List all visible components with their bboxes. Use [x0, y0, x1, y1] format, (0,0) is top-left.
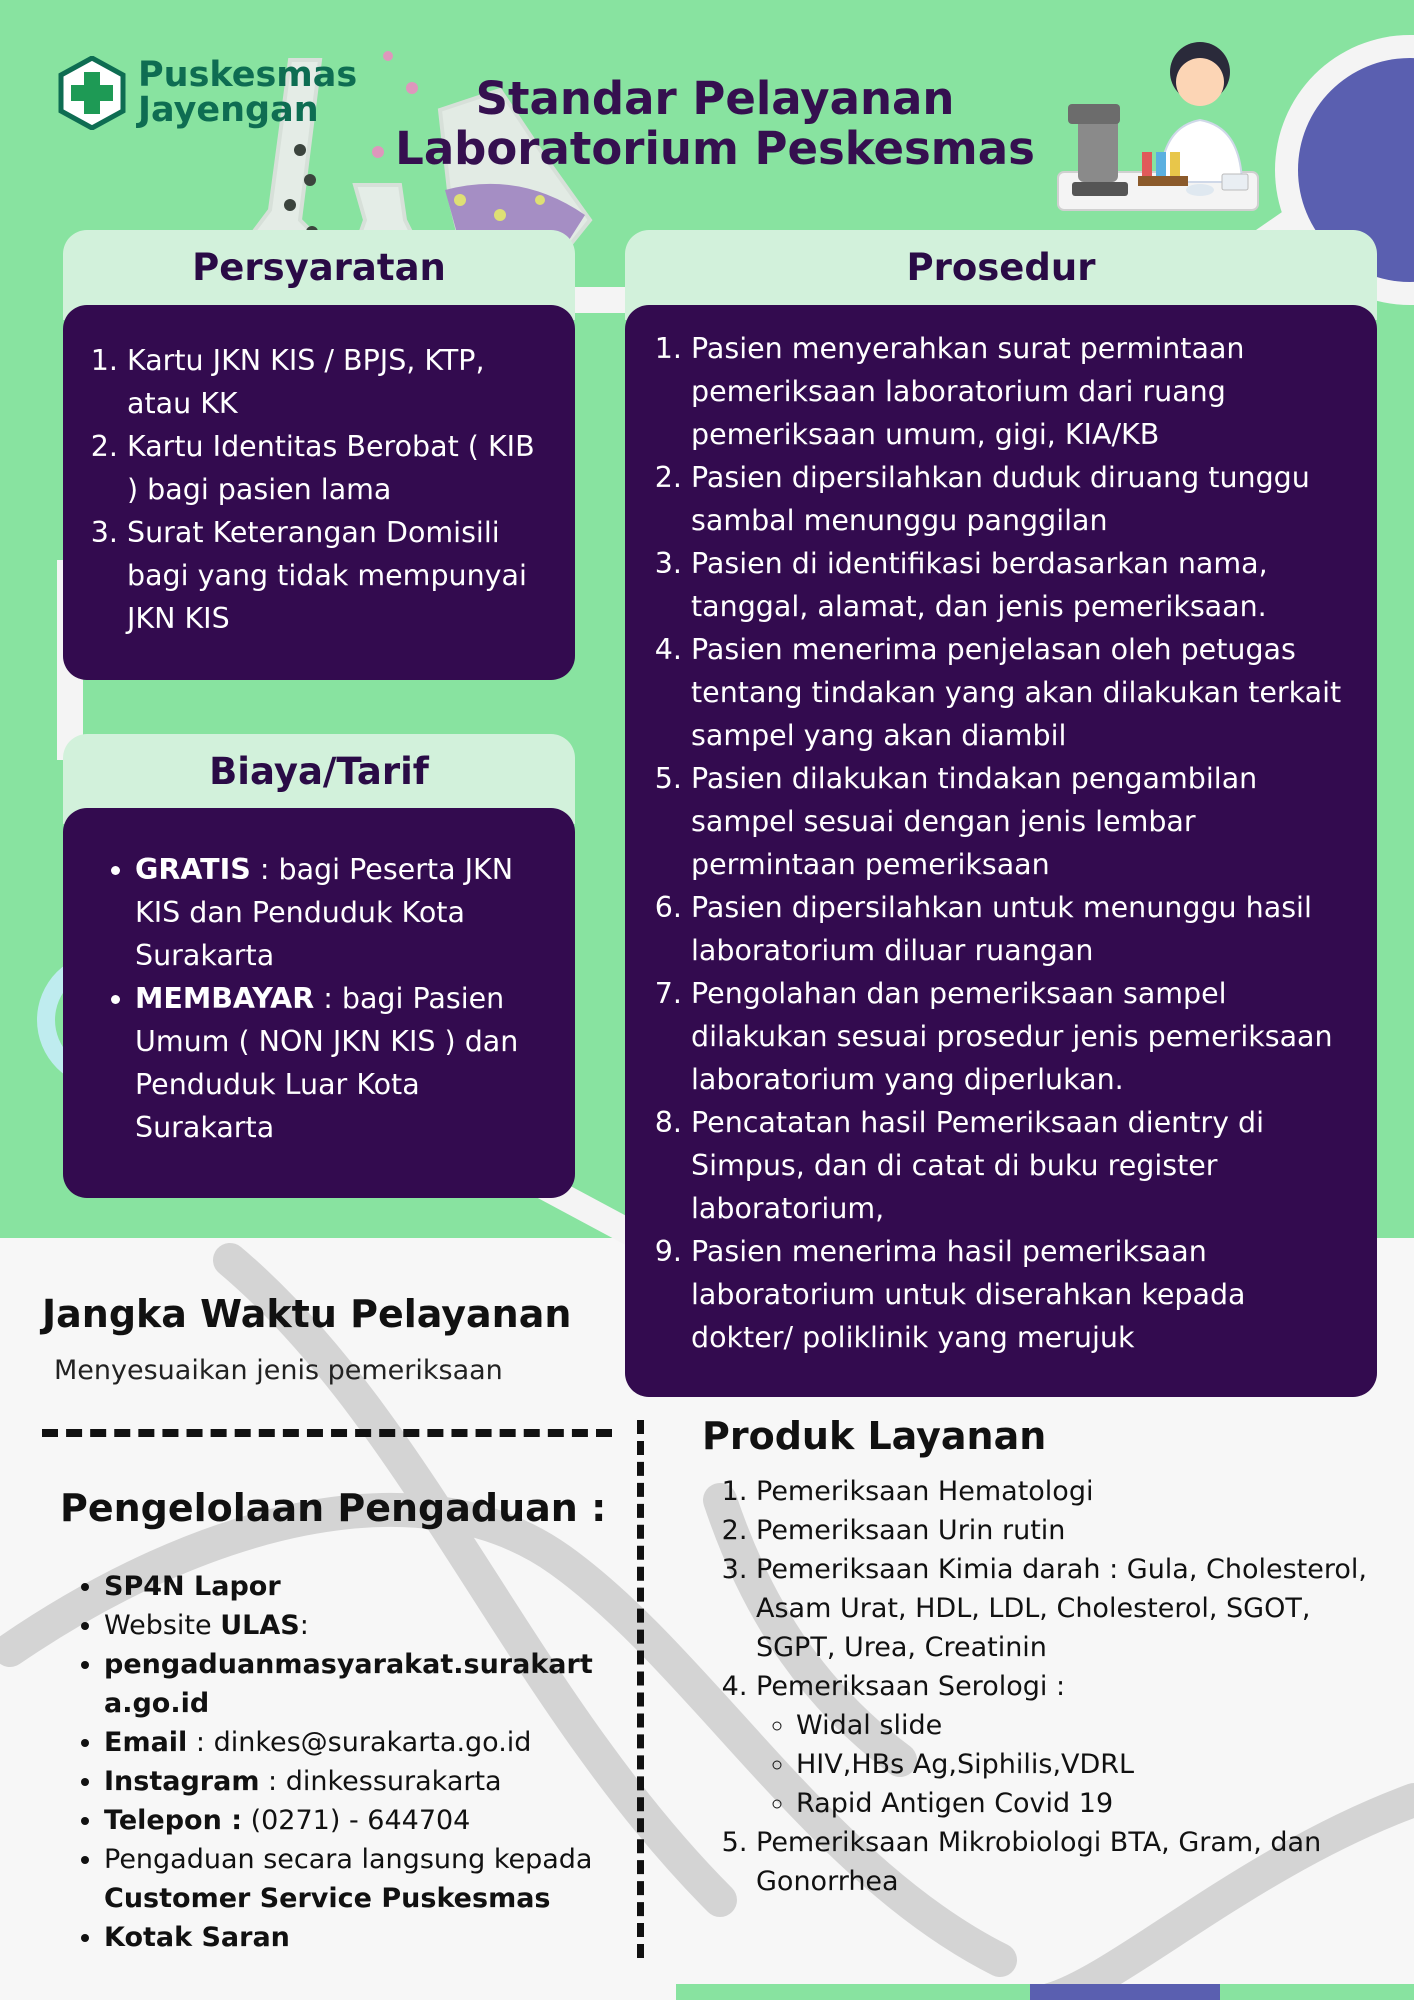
serologi-list: Widal slide HIV,HBs Ag,Siphilis,VDRL Rap…	[756, 1706, 1372, 1823]
telepon-value: (0271) - 644704	[242, 1805, 471, 1836]
biaya-membayar-text: : bagi Pasien Umum ( NON JKN KIS ) dan P…	[135, 982, 519, 1144]
prosedur-panel: Pasien menyerahkan surat permintaan peme…	[625, 305, 1377, 1397]
list-item: Website ULAS:	[104, 1606, 620, 1645]
biaya-panel: GRATIS : bagi Peserta JKN KIS dan Pendud…	[63, 808, 575, 1198]
list-item: Instagram : dinkessurakarta	[104, 1762, 620, 1801]
persyaratan-list: Kartu JKN KIS / BPJS, KTP, atau KK Kartu…	[63, 339, 575, 640]
list-item: Pengaduan secara langsung kepada Custome…	[104, 1840, 620, 1918]
email-value: : dinkes@surakarta.go.id	[187, 1727, 532, 1758]
list-item: Pemeriksaan Kimia darah : Gula, Choleste…	[756, 1550, 1372, 1667]
title-line2: Laboratorium Peskesmas	[395, 122, 1035, 175]
list-item: pengaduanmasyarakat.surakarta.go.id	[104, 1645, 620, 1723]
biaya-gratis-label: GRATIS	[135, 853, 251, 886]
pengaduan-list: SP4N Lapor Website ULAS: pengaduanmasyar…	[60, 1567, 620, 1957]
brand-name-line1: Puskesmas	[138, 55, 358, 95]
biaya-membayar-label: MEMBAYAR	[135, 982, 315, 1015]
list-item: Surat Keterangan Domisili bagi yang tida…	[127, 511, 547, 640]
list-item: Widal slide	[796, 1706, 1372, 1745]
persyaratan-heading: Persyaratan	[192, 246, 446, 289]
persyaratan-panel: Kartu JKN KIS / BPJS, KTP, atau KK Kartu…	[63, 305, 575, 680]
pengaduan-section: SP4N Lapor Website ULAS: pengaduanmasyar…	[60, 1567, 620, 1957]
list-item: Pasien dipersilahkan untuk menunggu hasi…	[691, 886, 1351, 972]
website-prefix: Website	[104, 1610, 221, 1641]
list-item: MEMBAYAR : bagi Pasien Umum ( NON JKN KI…	[135, 977, 545, 1149]
list-item: HIV,HBs Ag,Siphilis,VDRL	[796, 1745, 1372, 1784]
serologi-label: Pemeriksaan Serologi :	[756, 1671, 1066, 1702]
horizontal-divider	[42, 1429, 612, 1437]
list-item: Telepon : (0271) - 644704	[104, 1801, 620, 1840]
list-item: Kotak Saran	[104, 1918, 620, 1957]
list-item: Email : dinkes@surakarta.go.id	[104, 1723, 620, 1762]
website-name: ULAS	[220, 1610, 300, 1641]
list-item: Pasien menyerahkan surat permintaan peme…	[691, 327, 1351, 456]
lab-scientist-icon	[1057, 42, 1259, 211]
prosedur-heading: Prosedur	[906, 246, 1096, 289]
biaya-gratis-text: : bagi Peserta JKN KIS dan Penduduk Kota…	[135, 853, 514, 972]
list-item: Kartu Identitas Berobat ( KIB ) bagi pas…	[127, 425, 547, 511]
produk-list: Pemeriksaan Hematologi Pemeriksaan Urin …	[702, 1472, 1372, 1901]
website-suffix: :	[299, 1610, 309, 1641]
list-item: Pemeriksaan Hematologi	[756, 1472, 1372, 1511]
list-item: Pasien dipersilahkan duduk diruang tungg…	[691, 456, 1351, 542]
biaya-list: GRATIS : bagi Peserta JKN KIS dan Pendud…	[63, 848, 575, 1149]
list-item: Pencatatan hasil Pemeriksaan dientry di …	[691, 1101, 1351, 1230]
list-item: Pasien menerima penjelasan oleh petugas …	[691, 628, 1351, 757]
list-item: Pemeriksaan Serologi : Widal slide HIV,H…	[756, 1667, 1372, 1823]
email-label: Email	[104, 1727, 188, 1758]
title-line1: Standar Pelayanan	[475, 72, 955, 125]
instagram-value: : dinkessurakarta	[259, 1766, 502, 1797]
langsung-text: Pengaduan secara langsung kepada	[104, 1844, 593, 1875]
pengaduan-heading: Pengelolaan Pengaduan :	[60, 1486, 607, 1530]
list-item: Kartu JKN KIS / BPJS, KTP, atau KK	[127, 339, 547, 425]
instagram-label: Instagram	[104, 1766, 260, 1797]
langsung-bold: Customer Service Puskesmas	[104, 1883, 551, 1914]
prosedur-list: Pasien menyerahkan surat permintaan peme…	[625, 327, 1377, 1359]
list-item: Pengolahan dan pemeriksaan sampel dilaku…	[691, 972, 1351, 1101]
brand-name-line2: Jayengan	[138, 90, 319, 130]
biaya-heading: Biaya/Tarif	[209, 750, 429, 793]
vertical-divider	[637, 1420, 644, 1958]
jangka-heading: Jangka Waktu Pelayanan	[42, 1292, 572, 1336]
list-item: Pemeriksaan Urin rutin	[756, 1511, 1372, 1550]
list-item: Pasien di identifikasi berdasarkan nama,…	[691, 542, 1351, 628]
sp4n-label: SP4N Lapor	[104, 1571, 281, 1602]
jangka-text: Menyesuaikan jenis pemeriksaan	[54, 1355, 503, 1386]
page-title: Standar Pelayanan Laboratorium Peskesmas	[360, 74, 1070, 174]
website-url[interactable]: pengaduanmasyarakat.surakarta.go.id	[104, 1649, 593, 1719]
produk-heading: Produk Layanan	[702, 1414, 1047, 1458]
list-item: Pasien dilakukan tindakan pengambilan sa…	[691, 757, 1351, 886]
cross-logo-icon	[58, 56, 126, 130]
list-item: Pemeriksaan Mikrobiologi BTA, Gram, dan …	[756, 1823, 1372, 1901]
produk-section: Pemeriksaan Hematologi Pemeriksaan Urin …	[702, 1472, 1372, 1901]
list-item: Rapid Antigen Covid 19	[796, 1784, 1372, 1823]
list-item: Pasien menerima hasil pemeriksaan labora…	[691, 1230, 1351, 1359]
list-item: GRATIS : bagi Peserta JKN KIS dan Pendud…	[135, 848, 545, 977]
telepon-label: Telepon :	[104, 1805, 243, 1836]
list-item: SP4N Lapor	[104, 1567, 620, 1606]
kotak-saran: Kotak Saran	[104, 1922, 290, 1953]
brand: Puskesmas Jayengan	[58, 56, 357, 130]
